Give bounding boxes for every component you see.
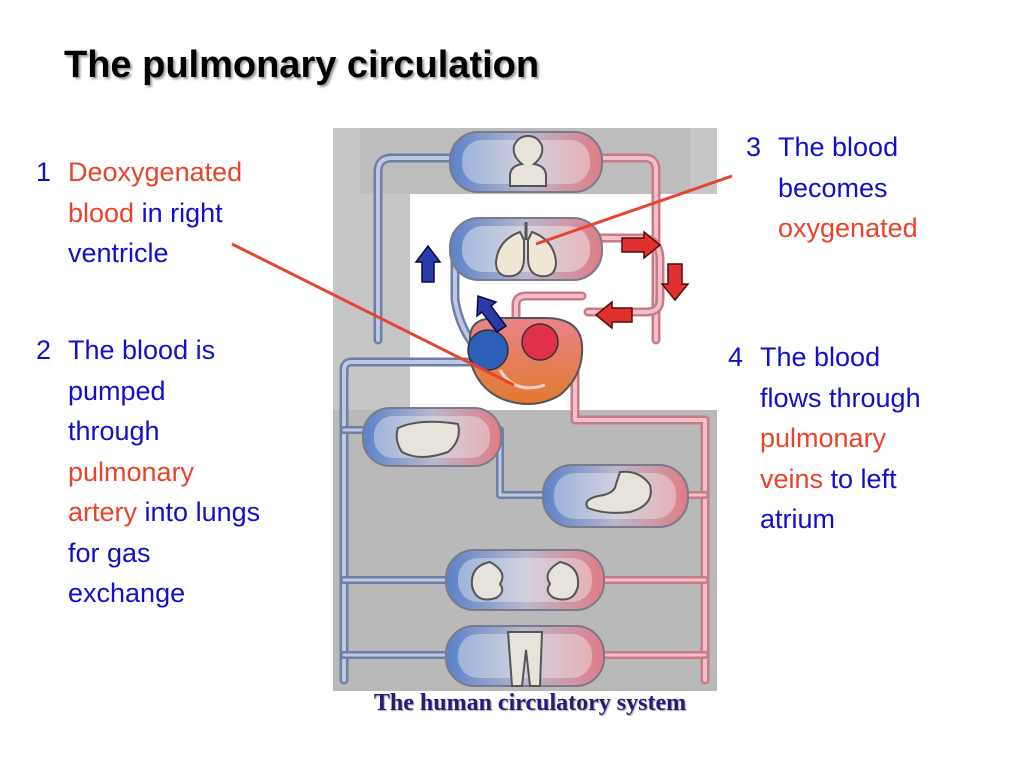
flow-arrows-deoxygenated [414, 244, 508, 334]
annotation-1: 1 Deoxygenated blood in right ventricle [36, 152, 316, 274]
diagram-caption: The human circulatory system [373, 690, 687, 716]
flow-arrows-oxygenated [594, 230, 690, 330]
annotation-text: flows through [760, 382, 921, 413]
red-arrow-down [660, 263, 690, 302]
capillary-bed-legs [445, 625, 605, 687]
annotation-text-highlight: oxygenated [778, 213, 918, 243]
red-arrow-left [594, 300, 633, 330]
annotation-text: into lungs [137, 497, 261, 527]
annotation-text-highlight: veins [760, 463, 824, 494]
annotation-text: to left [823, 463, 897, 494]
annotation-number: 3 [746, 132, 762, 162]
annotation-text: exchange [68, 578, 186, 608]
blood-vessels [339, 153, 710, 685]
capillary-bed-head [449, 131, 603, 193]
annotation-text: The blood [760, 342, 881, 372]
pointer-line-1 [231, 242, 515, 387]
annotation-text: atrium [760, 504, 836, 534]
annotation-text-highlight: pulmonary [68, 456, 195, 487]
annotation-text: pumped [68, 375, 166, 406]
annotation-3: 3 The blood becomes oxygenated [746, 127, 1016, 249]
capillary-bed-liver [362, 407, 502, 467]
annotation-text: for gas [68, 537, 151, 568]
blue-arrow-up-left [414, 244, 442, 283]
annotation-text: ventricle [68, 238, 169, 268]
annotation-text: The blood is [68, 335, 216, 365]
annotation-text: through [68, 416, 160, 446]
annotation-number: 4 [728, 342, 744, 372]
annotation-text: Deoxygenated [68, 157, 243, 187]
annotation-text: in right [134, 197, 223, 228]
annotation-2: 2 The blood is pumped through pulmonary … [36, 330, 326, 660]
annotation-number: 2 [36, 335, 52, 365]
annotation-text-highlight: pulmonary [760, 423, 887, 453]
capillary-bed-lungs [449, 217, 603, 281]
capillary-bed-stomach [542, 464, 689, 528]
blue-arrow-diagonal [476, 294, 508, 334]
capillary-bed-kidneys [445, 549, 605, 611]
red-arrow-right [621, 230, 662, 260]
pointer-line-3 [535, 174, 733, 246]
annotation-text: The blood [778, 132, 899, 162]
annotation-text-highlight: artery [68, 497, 138, 527]
annotation-text-highlight: blood [68, 197, 135, 228]
annotation-4: 4 The blood flows through pulmonary vein… [728, 337, 1018, 542]
pointer-lines [231, 174, 733, 387]
annotation-text: becomes [778, 172, 888, 203]
slide-title: The pulmonary circulation [64, 44, 540, 86]
annotation-number: 1 [36, 157, 52, 187]
heart [467, 317, 584, 405]
